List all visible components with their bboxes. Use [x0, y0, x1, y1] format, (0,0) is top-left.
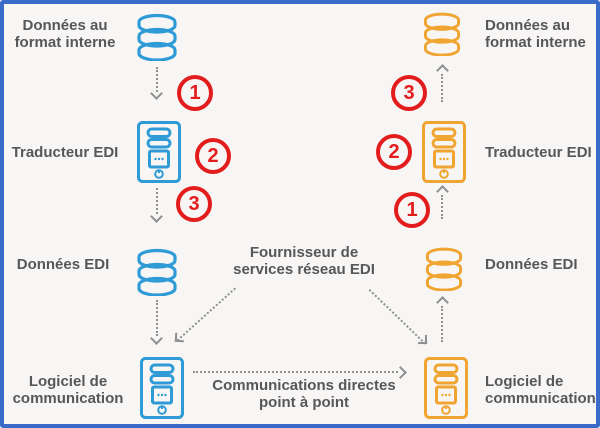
database-icon	[134, 11, 180, 61]
direct-comm-line2: point à point	[259, 394, 349, 411]
database-icon	[419, 10, 465, 56]
database-icon	[134, 246, 180, 296]
arrow-down-icon	[150, 332, 163, 345]
right-internal-data-line1: Données au	[485, 17, 571, 34]
right-comm-software-line1: Logiciel de	[485, 373, 564, 390]
left-comm-software-line2: communication	[12, 390, 124, 407]
right-step-top-number: 3	[403, 81, 415, 104]
direct-comm-line1: Communications directes	[212, 377, 396, 394]
left-internal-data-label: Données au format interne	[6, 17, 124, 51]
left-step-top-badge: 1	[177, 75, 213, 111]
server-icon	[421, 120, 467, 184]
left-step-middle-badge: 2	[195, 138, 231, 174]
left-step-top-number: 1	[189, 81, 201, 104]
left-arrow-down-3	[156, 300, 158, 336]
network-provider-label: Fournisseur de services réseau EDI	[209, 244, 399, 278]
right-arrow-up-1	[441, 74, 443, 102]
network-provider-line1: Fournisseur de	[249, 244, 359, 261]
right-step-middle-badge: 2	[376, 134, 412, 170]
right-comm-software-line2: communication	[485, 390, 596, 407]
right-step-bottom-number: 1	[406, 198, 418, 221]
left-arrow-down-2	[156, 188, 158, 214]
right-translator-label: Traducteur EDI	[485, 144, 592, 161]
left-translator-label: Traducteur EDI	[11, 144, 119, 161]
server-icon	[139, 356, 185, 420]
direct-comm-label: Communications directes point à point	[194, 377, 414, 411]
arrow-down-icon	[150, 87, 163, 100]
database-icon	[421, 245, 467, 291]
left-edi-data-label: Données EDI	[16, 256, 110, 273]
arrow-down-icon	[150, 210, 163, 223]
left-internal-data-line2: format interne	[14, 34, 116, 51]
server-icon	[136, 120, 182, 184]
right-comm-software-label: Logiciel de communication	[485, 373, 596, 407]
left-step-middle-number: 2	[207, 144, 219, 167]
left-step-bottom-number: 3	[188, 192, 200, 215]
network-provider-line2: services réseau EDI	[233, 261, 375, 278]
direct-comm-arrow	[193, 371, 398, 373]
arrow-down-right-icon	[417, 334, 428, 345]
left-step-bottom-badge: 3	[176, 186, 212, 222]
right-edi-data-label: Données EDI	[485, 256, 578, 273]
right-arrow-up-2	[441, 195, 443, 219]
provider-arrow-left	[176, 287, 236, 342]
left-comm-software-line1: Logiciel de	[28, 373, 108, 390]
right-step-middle-number: 2	[388, 140, 400, 163]
right-internal-data-line2: format interne	[485, 34, 586, 51]
left-internal-data-line1: Données au	[22, 17, 108, 34]
right-step-bottom-badge: 1	[394, 192, 430, 228]
right-arrow-up-3	[441, 306, 443, 342]
right-internal-data-label: Données au format interne	[485, 17, 596, 51]
right-step-top-badge: 3	[391, 75, 427, 111]
server-icon	[423, 356, 469, 420]
arrow-down-left-icon	[174, 332, 185, 343]
left-arrow-down-1	[156, 67, 158, 92]
left-comm-software-label: Logiciel de communication	[6, 373, 130, 407]
